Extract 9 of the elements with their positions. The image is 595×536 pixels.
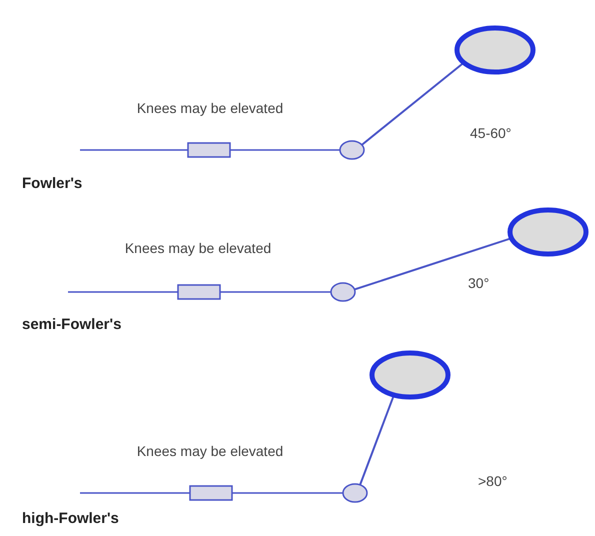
position-name: Fowler's bbox=[22, 175, 82, 192]
angle-label: 30° bbox=[468, 275, 490, 292]
position-name: high-Fowler's bbox=[22, 510, 119, 527]
annotation-text: Knees may be elevated bbox=[136, 100, 284, 117]
annotation-text: Knees may be elevated bbox=[124, 240, 272, 257]
angle-label: >80° bbox=[478, 473, 508, 490]
angle-label: 45-60° bbox=[470, 125, 512, 142]
annotation-text: Knees may be elevated bbox=[136, 443, 284, 460]
position-name: semi-Fowler's bbox=[22, 316, 122, 333]
